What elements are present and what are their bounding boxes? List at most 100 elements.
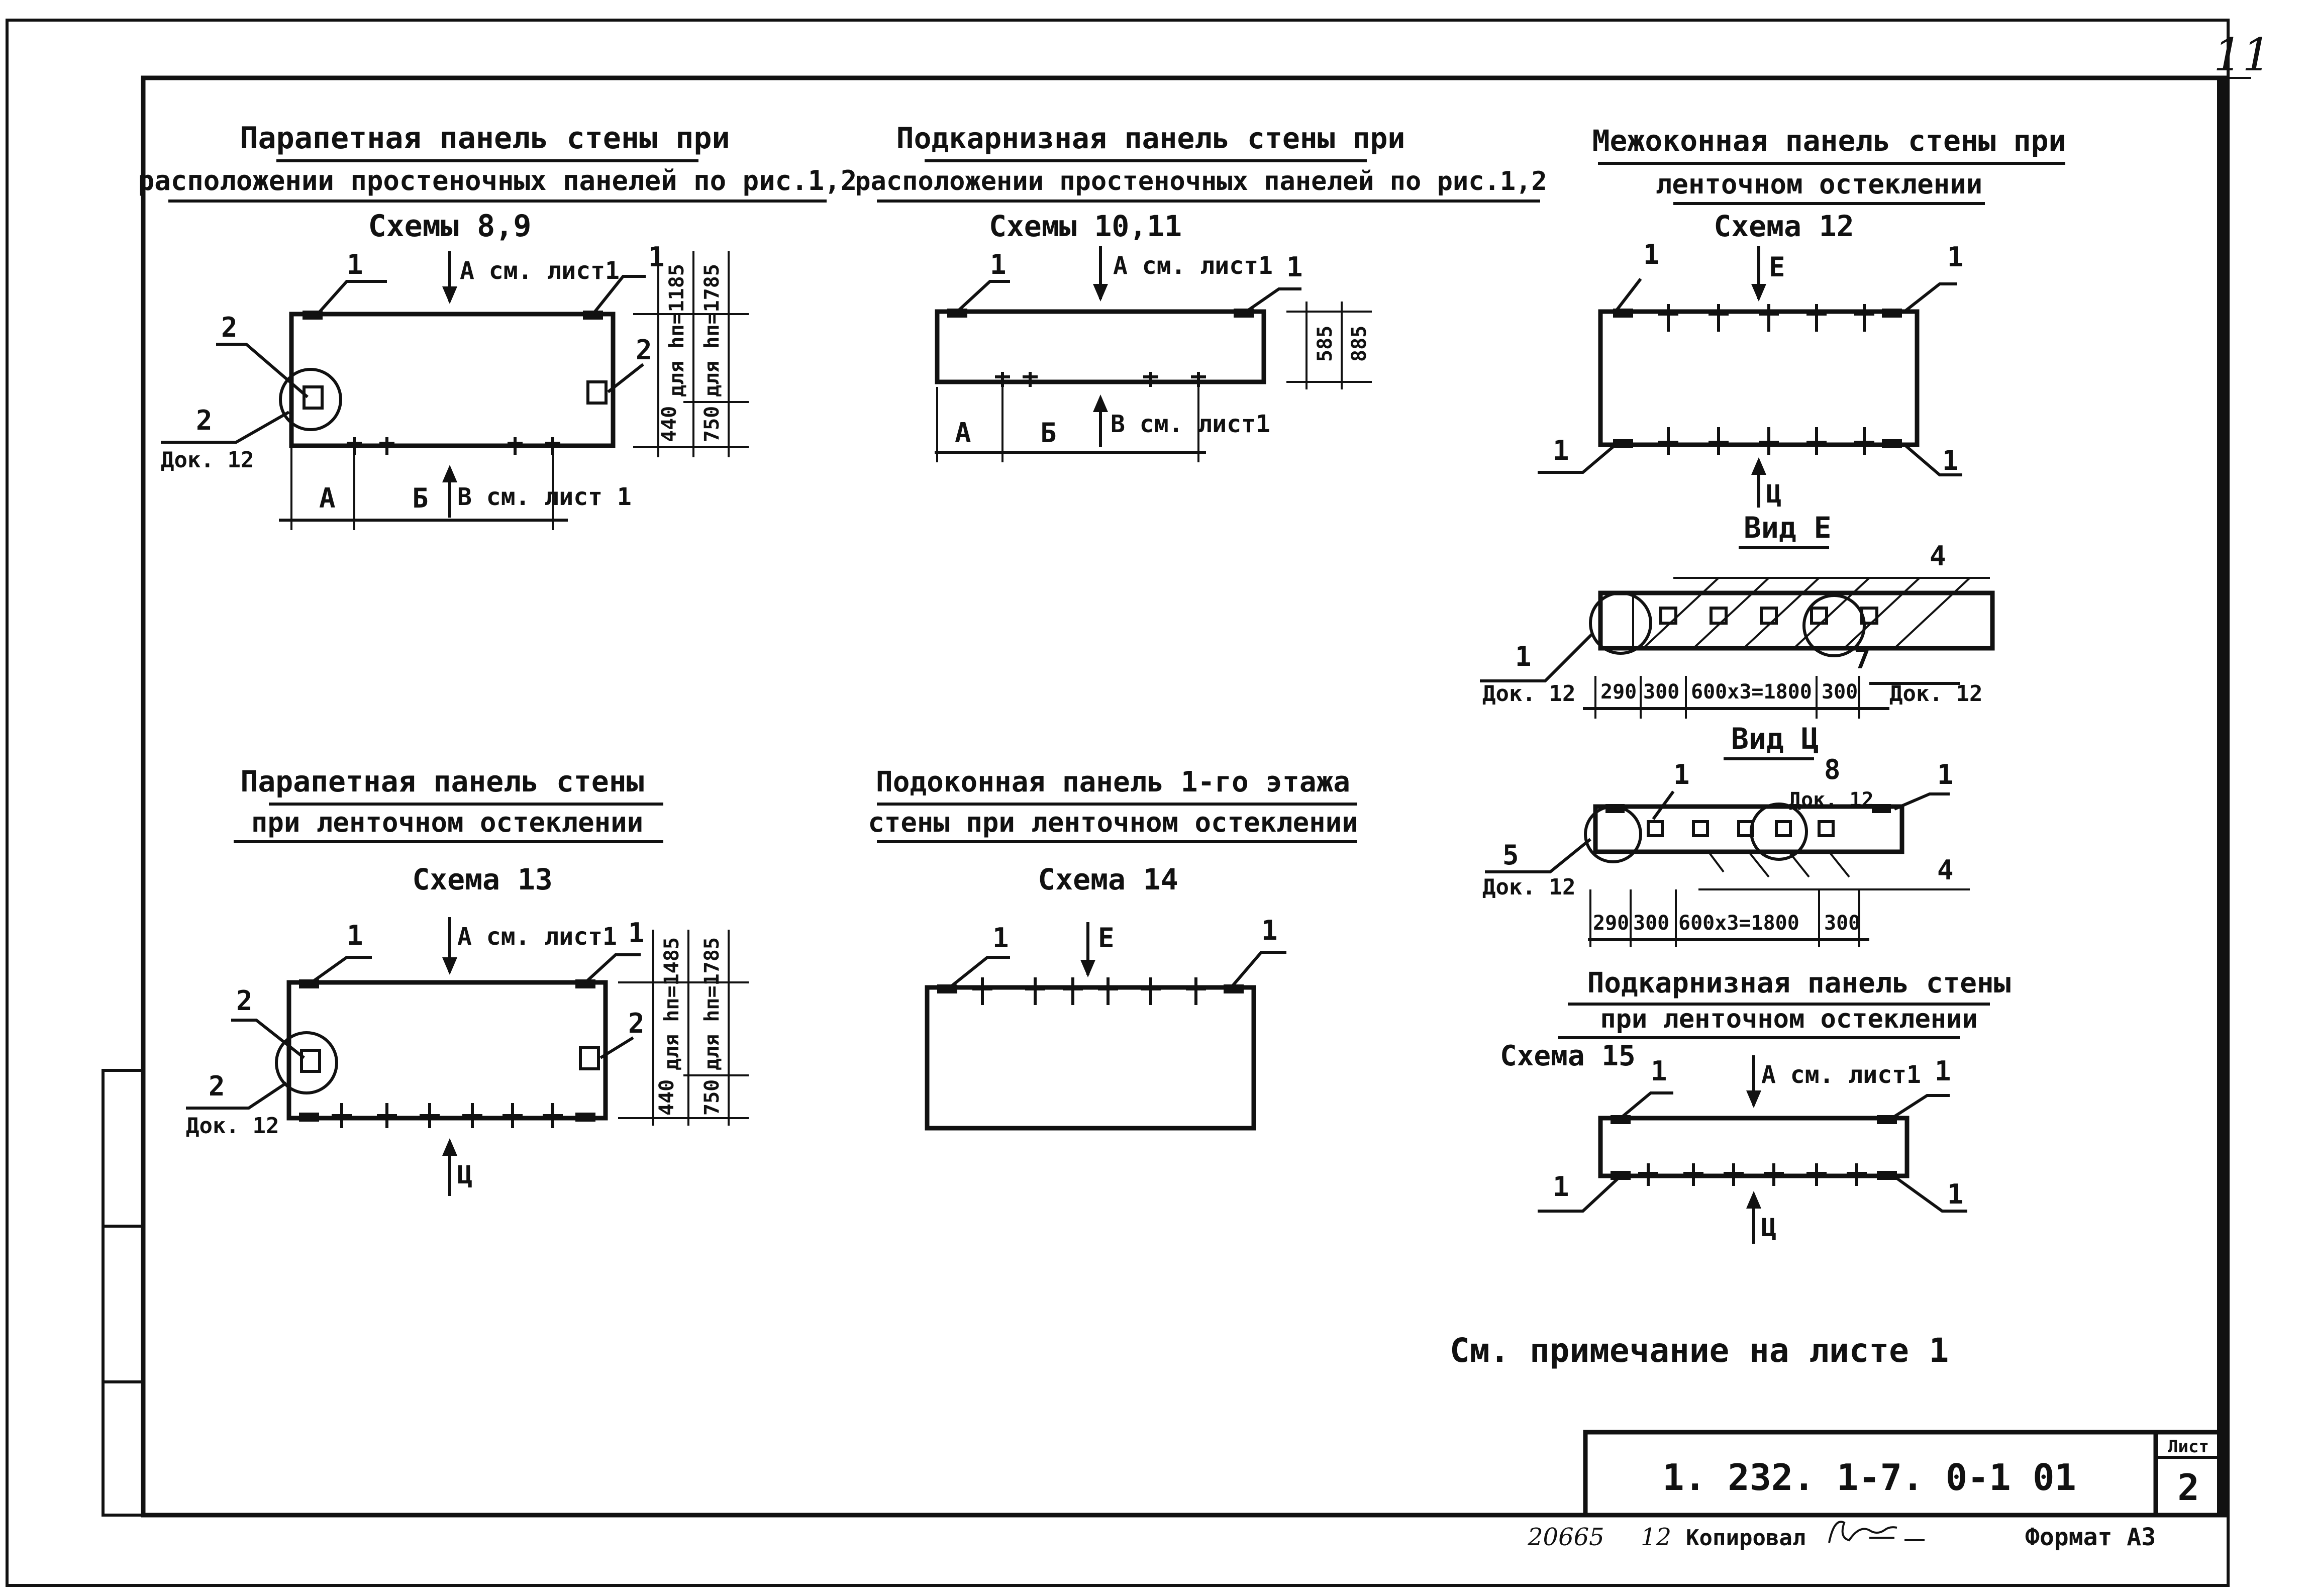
- svg-text:1: 1: [1553, 1171, 1569, 1203]
- scheme-14: Подоконная панель 1-го этажа стены при л…: [868, 766, 1358, 1131]
- svg-text:Подоконная панель 1-го этажа: Подоконная панель 1-го этажа: [876, 766, 1350, 799]
- binding-strip: [102, 1069, 145, 1517]
- svg-text:300: 300: [1822, 680, 1858, 704]
- svg-text:300: 300: [1643, 680, 1679, 704]
- view-g: Вид Ц 1 8 Док. 12 1 5 Док. 12 4: [1482, 722, 1970, 947]
- svg-text:1: 1: [1261, 915, 1278, 946]
- svg-text:Ц: Ц: [457, 1160, 472, 1189]
- copier-signature: [1828, 1521, 1897, 1543]
- svg-text:1: 1: [1286, 251, 1303, 283]
- view-e: Вид Е 4 7 1 Док. 12 Док. 12: [1480, 511, 1995, 719]
- svg-text:Док. 12: Док. 12: [1482, 681, 1575, 707]
- svg-text:Вид Е: Вид Е: [1744, 511, 1832, 545]
- svg-text:600x3=1800: 600x3=1800: [1678, 912, 1799, 935]
- svg-text:Ц: Ц: [1761, 1213, 1776, 1242]
- svg-text:440: 440: [655, 1079, 678, 1116]
- svg-text:стены при ленточном остеклении: стены при ленточном остеклении: [868, 807, 1358, 838]
- detail-circle: [279, 368, 342, 431]
- svg-text:ленточном остеклении: ленточном остеклении: [1656, 168, 1982, 200]
- svg-text:Б: Б: [1040, 417, 1057, 449]
- svg-text:1: 1: [1643, 239, 1660, 270]
- svg-text:А: А: [955, 417, 971, 449]
- svg-text:7: 7: [1854, 643, 1871, 675]
- svg-text:Б: Б: [412, 482, 429, 514]
- inventory-number: 20665: [1527, 1523, 1604, 1551]
- svg-text:А см. лист1: А см. лист1: [457, 923, 617, 951]
- svg-text:2: 2: [196, 405, 213, 436]
- svg-text:Ц: Ц: [1766, 479, 1781, 509]
- svg-text:1: 1: [1935, 1055, 1951, 1087]
- svg-text:885: 885: [1348, 326, 1371, 362]
- detail-ref: Док. 12: [161, 447, 254, 473]
- panel-10-11: [935, 309, 1266, 384]
- svg-text:1: 1: [347, 920, 363, 951]
- svg-text:Схема 13: Схема 13: [412, 862, 552, 896]
- scheme-12: Межоконная панель стены при ленточном ос…: [1538, 124, 2066, 509]
- title-block: 1. 232. 1-7. 0-1 01 Лист 2: [1583, 1430, 2224, 1518]
- svg-text:750: 750: [700, 406, 724, 442]
- sheet-label: Лист: [2168, 1437, 2209, 1457]
- svg-text:Межоконная панель стены при: Межоконная панель стены при: [1592, 124, 2066, 158]
- svg-text:Док. 12: Док. 12: [1789, 788, 1874, 812]
- svg-text:для hп=1785: для hп=1785: [700, 937, 724, 1070]
- svg-text:для hп=1785: для hп=1785: [700, 264, 724, 397]
- svg-text:при ленточном остеклении: при ленточном остеклении: [1600, 1004, 1977, 1034]
- svg-text:Док. 12: Док. 12: [186, 1113, 279, 1139]
- svg-text:1: 1: [1947, 241, 1964, 273]
- svg-text:Схема 15: Схема 15: [1500, 1040, 1636, 1072]
- svg-text:1: 1: [347, 249, 363, 280]
- svg-text:при ленточном остеклении: при ленточном остеклении: [251, 807, 643, 838]
- svg-text:расположении простеночных пане: расположении простеночных панелей по рис…: [855, 166, 1547, 196]
- svg-text:300: 300: [1633, 912, 1669, 935]
- svg-text:для hп=1185: для hп=1185: [665, 264, 688, 397]
- svg-text:Схемы 10,11: Схемы 10,11: [989, 209, 1182, 243]
- svg-text:2: 2: [636, 334, 652, 366]
- sheet-number: 2: [2177, 1466, 2199, 1509]
- page-number: 11: [2214, 29, 2271, 81]
- panel-15: [1598, 1116, 1910, 1178]
- svg-text:А: А: [319, 482, 336, 514]
- svg-text:290: 290: [1593, 912, 1629, 935]
- svg-text:1: 1: [990, 249, 1007, 280]
- scheme-10-11: Подкарнизная панель стены при расположен…: [855, 121, 1547, 462]
- embedded-plate: [303, 385, 324, 410]
- svg-text:Парапетная панель стены: Парапетная панель стены: [240, 764, 644, 799]
- svg-text:1: 1: [1947, 1178, 1964, 1210]
- svg-text:Подкарнизная панель стены при: Подкарнизная панель стены при: [896, 121, 1405, 155]
- scheme-15: Подкарнизная панель стены при ленточном …: [1500, 967, 2011, 1244]
- format-label: Формат А3: [2025, 1523, 2156, 1551]
- inner-frame: [141, 75, 2229, 1518]
- svg-text:Е: Е: [1098, 922, 1115, 954]
- panel-13: [286, 980, 608, 1121]
- svg-text:1: 1: [1515, 641, 1532, 672]
- svg-text:А см. лист1: А см. лист1: [1761, 1061, 1921, 1089]
- svg-text:5: 5: [1502, 839, 1519, 871]
- scheme-8-9-title-1: Парапетная панель стены при: [240, 121, 730, 156]
- scheme-8-9-label: Схемы 8,9: [368, 209, 531, 244]
- svg-text:Док. 12: Док. 12: [1889, 681, 1982, 707]
- svg-text:2: 2: [221, 312, 238, 343]
- svg-text:2: 2: [628, 1008, 645, 1039]
- svg-text:1: 1: [992, 922, 1009, 954]
- copy-number: 12: [1641, 1523, 1671, 1551]
- svg-text:Подкарнизная панель стены: Подкарнизная панель стены: [1587, 967, 2011, 1000]
- svg-text:Док. 12: Док. 12: [1482, 874, 1575, 900]
- svg-text:А см. лист1: А см. лист1: [1113, 252, 1273, 280]
- svg-text:1: 1: [1673, 759, 1690, 790]
- svg-text:Вид Ц: Вид Ц: [1731, 722, 1819, 756]
- svg-text:1: 1: [1651, 1055, 1667, 1087]
- svg-text:4: 4: [1930, 540, 1946, 572]
- svg-text:для hп=1485: для hп=1485: [660, 937, 683, 1070]
- svg-text:1: 1: [1937, 759, 1954, 790]
- document-code: 1. 232. 1-7. 0-1 01: [1662, 1456, 2076, 1499]
- svg-text:В см. лист 1: В см. лист 1: [457, 483, 632, 511]
- panel-14: [925, 985, 1256, 1131]
- svg-text:Схема 14: Схема 14: [1038, 862, 1178, 896]
- svg-text:600x3=1800: 600x3=1800: [1691, 680, 1812, 704]
- svg-text:300: 300: [1824, 912, 1860, 935]
- view-a-label: А см. лист1: [460, 257, 620, 285]
- svg-text:1: 1: [628, 917, 645, 949]
- svg-text:290: 290: [1600, 680, 1637, 704]
- svg-text:1: 1: [1553, 435, 1569, 466]
